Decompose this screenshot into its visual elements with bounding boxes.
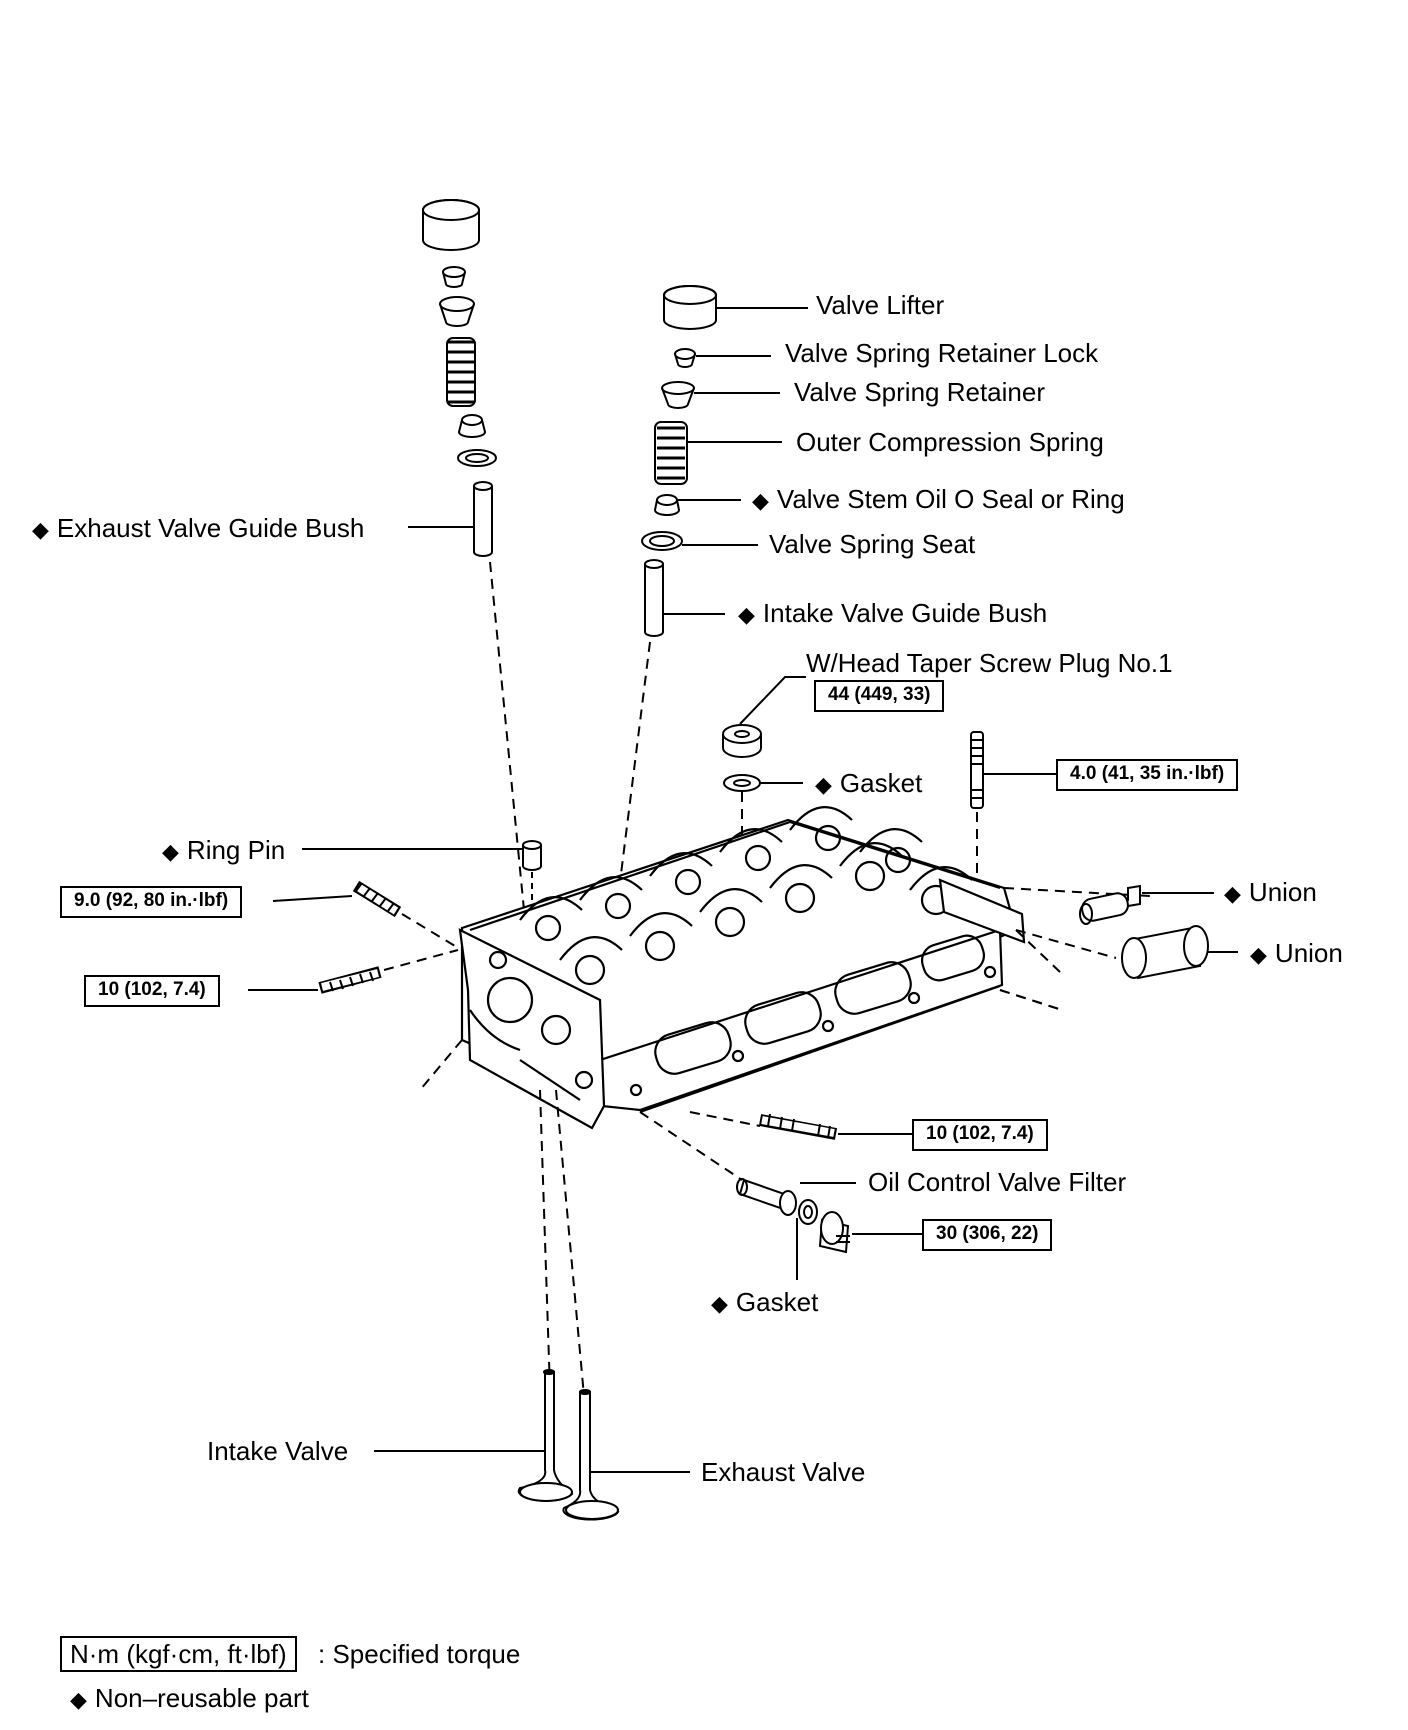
cylinder-head-body: [458, 806, 1026, 1130]
label-taper-screw-plug: W/Head Taper Screw Plug No.1: [806, 648, 1173, 678]
torque-stud-right: 4.0 (41, 35 in.·lbf): [1056, 759, 1239, 791]
label-oil-control-valve-filter: Oil Control Valve Filter: [868, 1167, 1127, 1197]
label-ring-pin: ◆ Ring Pin: [162, 835, 285, 867]
valves: [374, 1369, 690, 1521]
label-text: Intake Valve Guide Bush: [762, 598, 1048, 628]
label-text: Ring Pin: [186, 835, 286, 865]
label-outer-compression-spring: Outer Compression Spring: [796, 427, 1104, 457]
label-valve-spring-seat: Valve Spring Seat: [769, 529, 976, 559]
torque-taper-plug: 44 (449, 33): [814, 680, 945, 712]
label-text: Valve Stem Oil O Seal or Ring: [776, 484, 1125, 514]
legend-nonreusable: ◆ Non–reusable part: [70, 1683, 309, 1715]
label-text: Gasket: [839, 768, 923, 798]
ocv-filter-assembly: [736, 1178, 922, 1280]
label-valve-lifter: Valve Lifter: [816, 290, 945, 320]
stud-bolt-right: [970, 731, 1056, 895]
label-valve-spring-retainer-lock: Valve Spring Retainer Lock: [785, 338, 1099, 368]
label-gasket-bottom: ◆ Gasket: [711, 1287, 818, 1319]
label-valve-spring-retainer: Valve Spring Retainer: [794, 377, 1045, 407]
exhaust-valve-stack: [408, 199, 525, 911]
projection-lines: [419, 887, 1151, 1397]
intake-valve-stack: [614, 285, 808, 923]
legend-torque-box: N·m (kgf·cm, ft·lbf): [60, 1636, 297, 1672]
unions: [1079, 884, 1238, 980]
legend-text: Non–reusable part: [94, 1683, 309, 1713]
nonreusable-marker-icon: ◆: [815, 772, 832, 797]
nonreusable-marker-icon: ◆: [1250, 942, 1267, 967]
nonreusable-marker-icon: ◆: [711, 1291, 728, 1316]
label-text: Exhaust Valve Guide Bush: [56, 513, 365, 543]
torque-stud-front: 10 (102, 7.4): [912, 1119, 1048, 1151]
nonreusable-marker-icon: ◆: [738, 602, 755, 627]
nonreusable-marker-icon: ◆: [162, 839, 179, 864]
torque-ocv-plug: 30 (306, 22): [922, 1219, 1053, 1251]
label-intake-valve-guide-bush: ◆ Intake Valve Guide Bush: [738, 598, 1047, 630]
label-text: Gasket: [735, 1287, 819, 1317]
nonreusable-marker-icon: ◆: [1224, 881, 1241, 906]
stud-bolt-front: [758, 1113, 912, 1140]
label-exhaust-valve: Exhaust Valve: [701, 1457, 866, 1487]
label-text: Union: [1274, 938, 1343, 968]
ring-pin: [302, 840, 542, 900]
label-gasket-top: ◆ Gasket: [815, 768, 922, 800]
torque-stud-left-upper: 9.0 (92, 80 in.·lbf): [60, 886, 243, 918]
nonreusable-marker-icon: ◆: [32, 517, 49, 542]
stud-bolts-left: [248, 880, 459, 994]
label-text: Union: [1248, 877, 1317, 907]
label-valve-stem-oil-seal: ◆ Valve Stem Oil O Seal or Ring: [752, 484, 1125, 516]
label-exhaust-valve-guide-bush: ◆ Exhaust Valve Guide Bush: [32, 513, 364, 545]
label-intake-valve: Intake Valve: [207, 1436, 349, 1466]
nonreusable-marker-icon: ◆: [70, 1687, 87, 1712]
legend-torque-desc: : Specified torque: [318, 1639, 521, 1669]
torque-stud-left-lower: 10 (102, 7.4): [84, 975, 220, 1007]
nonreusable-marker-icon: ◆: [752, 488, 769, 513]
label-union-2: ◆ Union: [1250, 938, 1343, 970]
label-union-1: ◆ Union: [1224, 877, 1317, 909]
